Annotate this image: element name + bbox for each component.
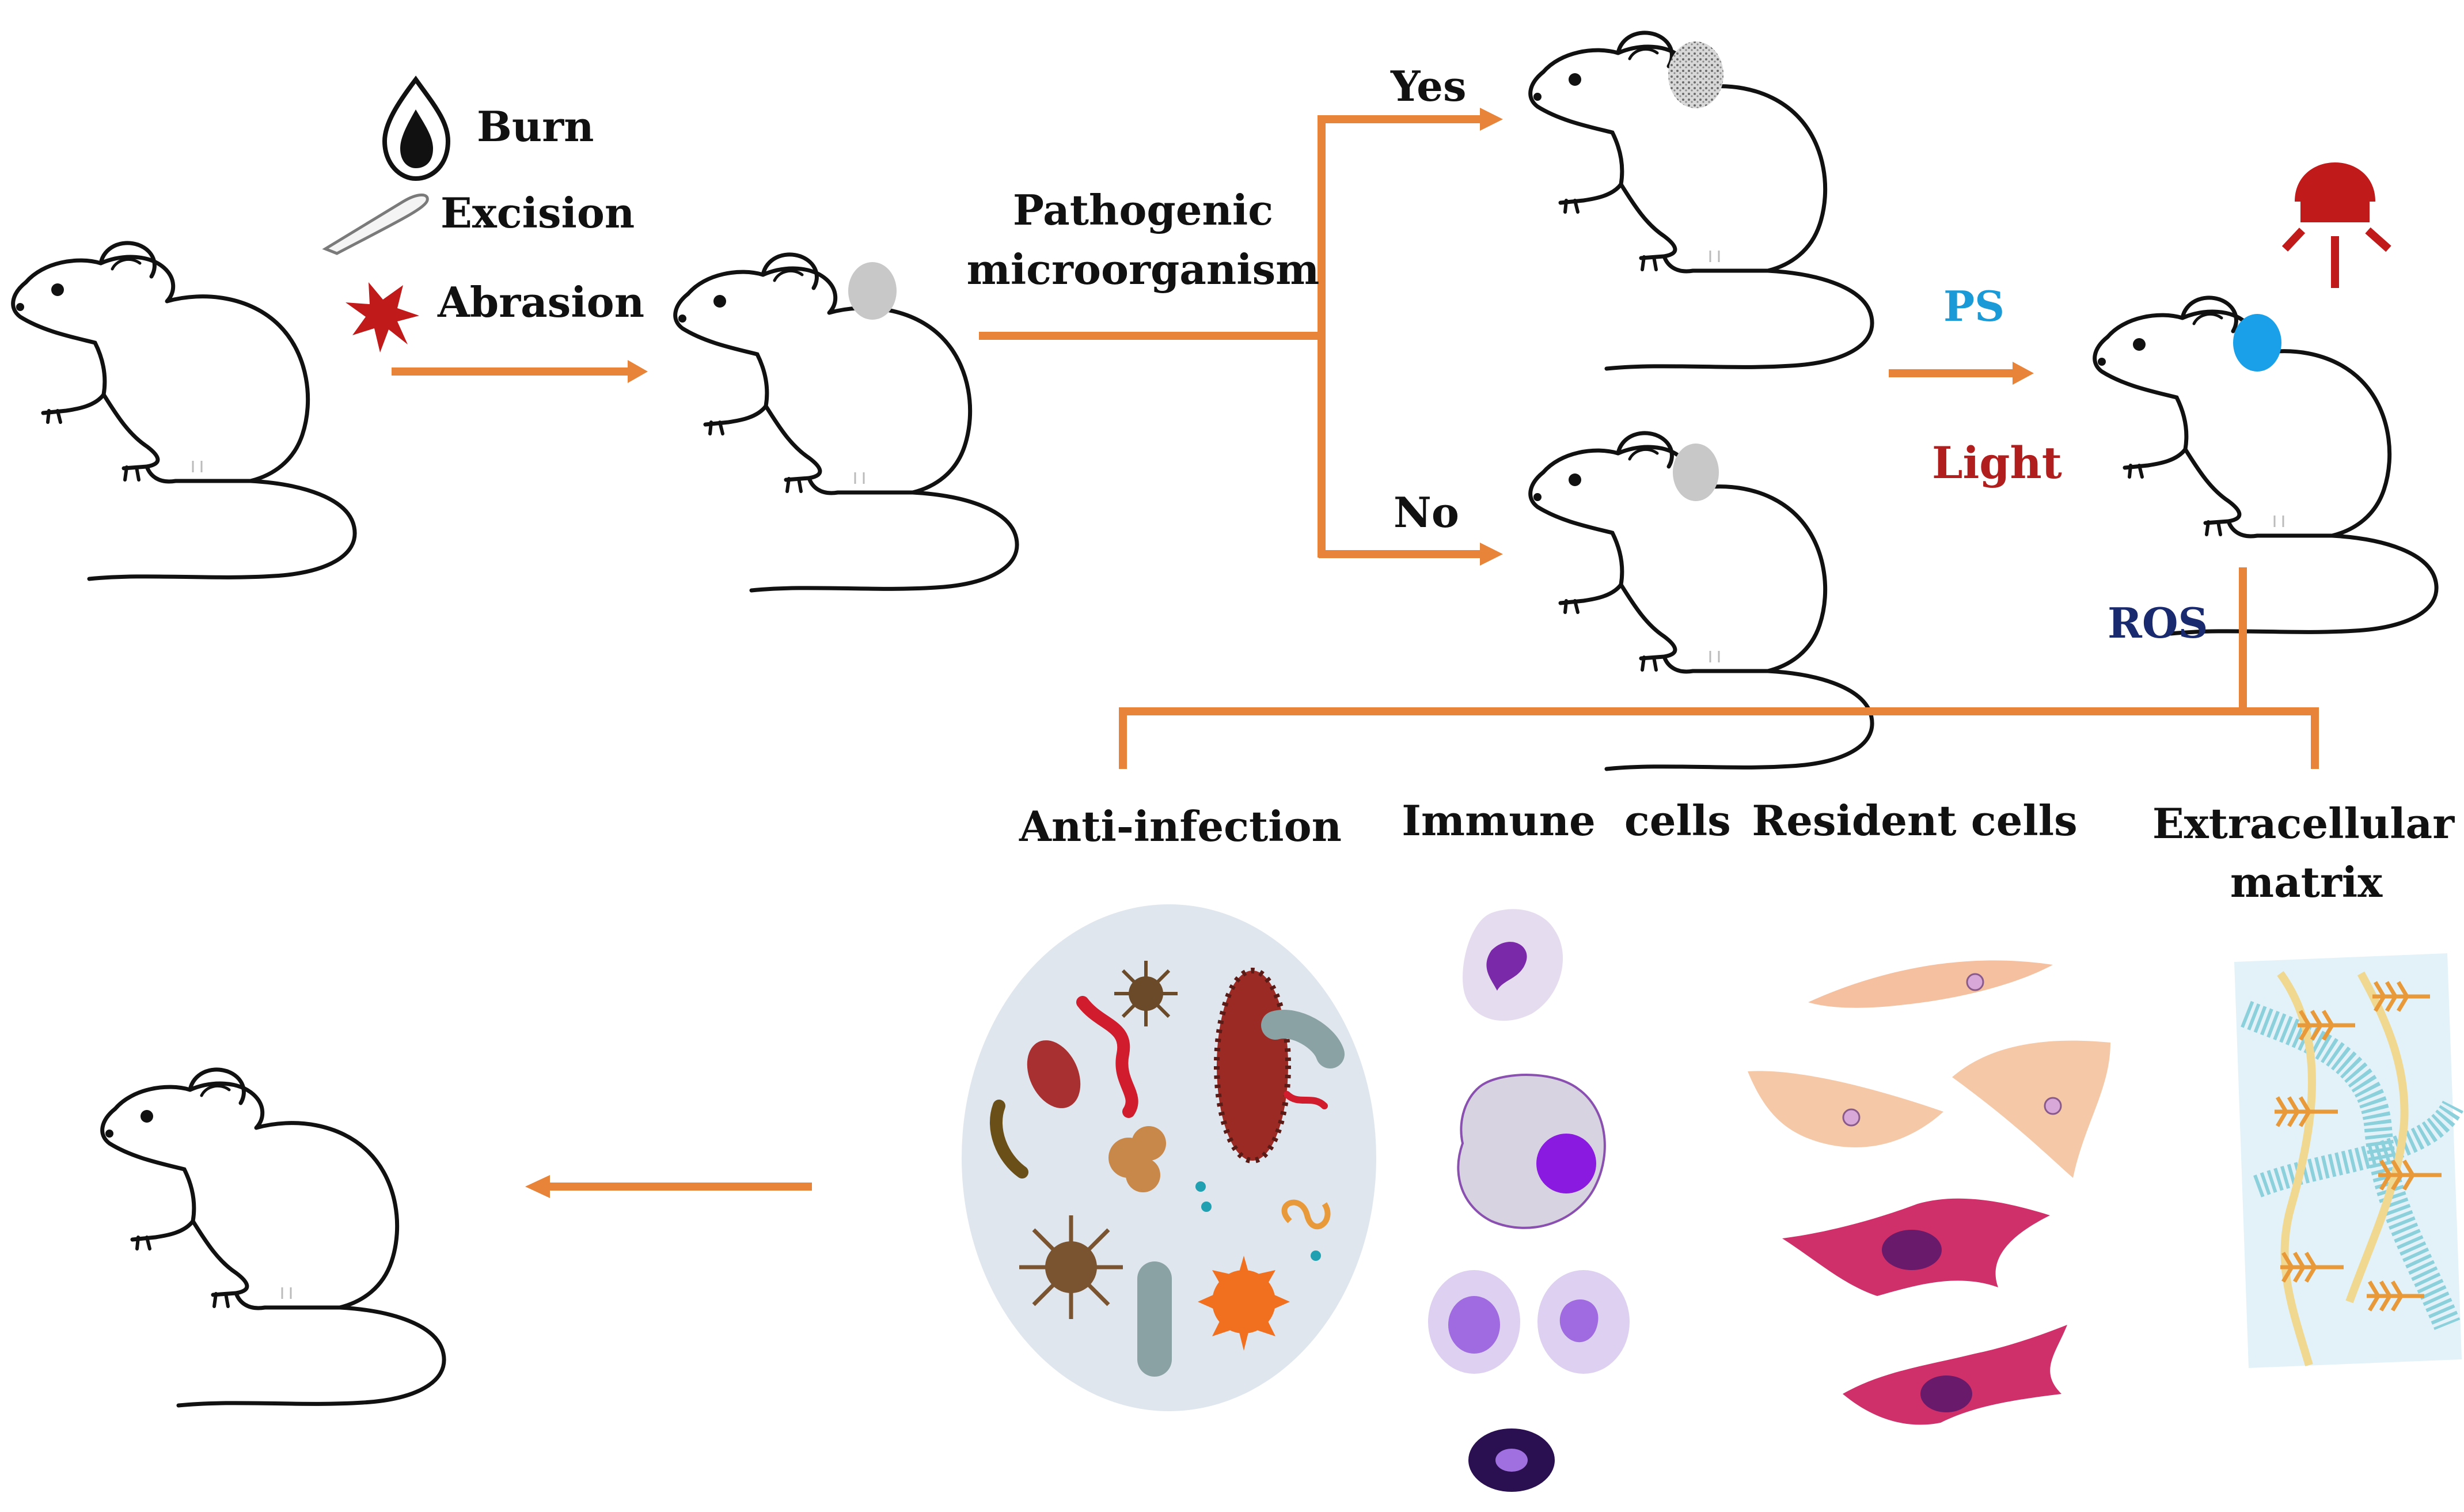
lamp-icon (2281, 162, 2391, 288)
label-resident-cells: Resident cells (1752, 796, 2078, 845)
arrow-injury (392, 360, 648, 383)
fibroblast-icon (1748, 960, 2110, 1425)
wound-spot (848, 262, 897, 320)
label-extracellular: Extracellular (2152, 799, 2455, 848)
mouse-healed (102, 1070, 444, 1405)
label-ros: ROS (2108, 598, 2208, 647)
label-burn: Burn (477, 102, 594, 151)
microbes-icon (962, 904, 1376, 1411)
mouse-icon (102, 1070, 444, 1405)
ros-bracket (1119, 567, 2319, 769)
mouse-icon (675, 255, 1017, 590)
scalpel-icon (322, 194, 429, 255)
label-light: Light (1932, 437, 2062, 488)
arrow-treatment (1889, 362, 2034, 385)
mouse-uninfected (1531, 433, 1872, 769)
wound-spot (1673, 444, 1719, 501)
label-matrix: matrix (2230, 858, 2383, 907)
label-microorganism: microorganism (966, 245, 1320, 294)
mouse-treated (2095, 298, 2436, 634)
burn-flame-icon (382, 75, 451, 181)
arrow-healing (525, 1175, 812, 1198)
mouse-infected (1531, 33, 1872, 369)
label-excision: Excision (441, 188, 635, 237)
label-abrasion: Abrasion (438, 278, 645, 327)
infected-wound-spot (1668, 41, 1723, 108)
mouse-wounded (675, 255, 1017, 590)
branch-connector (979, 108, 1503, 566)
label-ps: PS (1943, 282, 2005, 331)
mouse-icon (13, 243, 355, 579)
label-anti-infection: Anti-infection (1019, 802, 1342, 851)
immune-cell-icon (1428, 909, 1630, 1492)
label-immune-cells: Immune cells (1402, 796, 1731, 845)
label-no: No (1394, 488, 1459, 537)
mouse-healthy (13, 243, 355, 579)
label-yes: Yes (1391, 62, 1467, 111)
label-pathogenic: Pathogenic (1012, 185, 1274, 234)
ecm-fibers-icon (2234, 953, 2463, 1368)
abrasion-icon (346, 282, 419, 353)
ps-spot (2233, 314, 2281, 372)
